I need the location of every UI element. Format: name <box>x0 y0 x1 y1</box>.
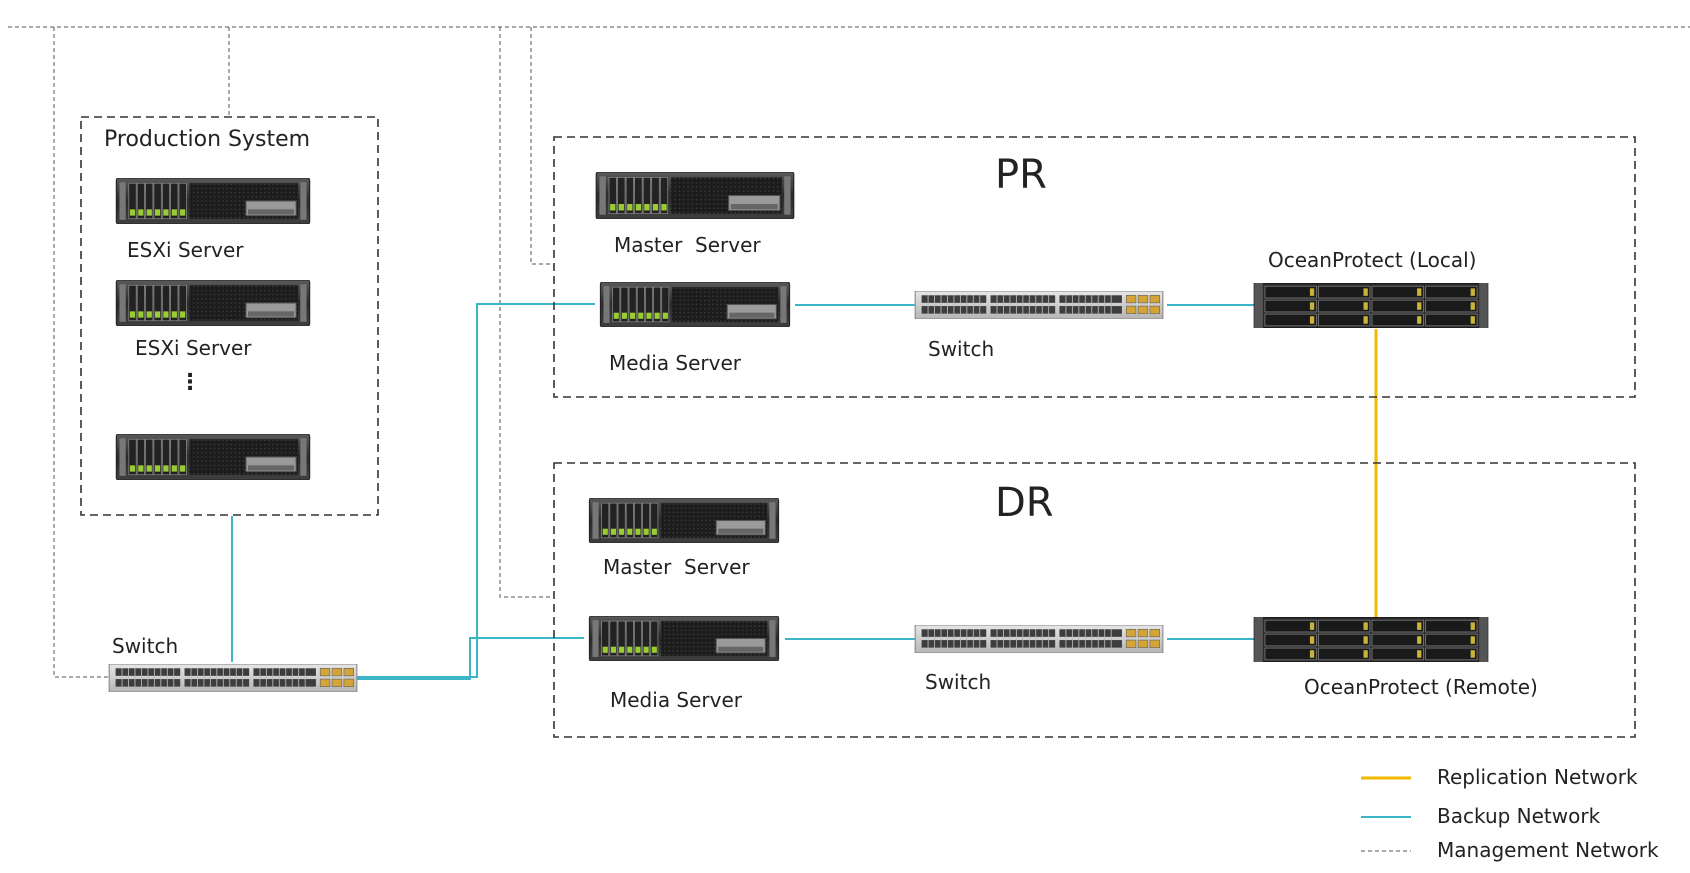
pr-site-title: PR <box>995 152 1047 198</box>
dr-media-server-icon <box>584 616 784 661</box>
dr-master-server-label: Master Server <box>603 555 750 579</box>
backup-switch-to-pr-media <box>357 303 595 678</box>
main-switch-label: Switch <box>112 634 179 658</box>
dr-master-server-icon <box>584 498 784 543</box>
backup-network-lines <box>231 303 1257 680</box>
management-to-pr-master <box>530 27 552 265</box>
pr-switch-icon <box>914 291 1164 319</box>
dr-site-box <box>553 462 1636 738</box>
more-servers-ellipsis: ⋮ <box>179 370 201 395</box>
legend-backup-label: Backup Network <box>1437 804 1601 828</box>
dr-switch-label: Switch <box>925 670 992 694</box>
pr-oceanprotect-storage-icon <box>1253 283 1489 328</box>
legend-management-label: Management Network <box>1437 838 1659 862</box>
legend-replication-label: Replication Network <box>1437 765 1638 789</box>
esxi-server-3-icon <box>113 434 313 480</box>
pr-master-server-label: Master Server <box>614 233 761 257</box>
esxi-server-2-icon <box>113 280 313 326</box>
backup-switch-to-dr-media <box>357 637 584 680</box>
dr-storage-label: OceanProtect (Remote) <box>1304 675 1538 699</box>
legend-swatches <box>1361 776 1411 852</box>
pr-site-box <box>553 136 1636 398</box>
esxi-server-1-label: ESXi Server <box>127 238 244 262</box>
pr-media-server-icon <box>595 282 795 327</box>
pr-switch-label: Switch <box>928 337 995 361</box>
production-system-box <box>80 116 379 516</box>
dr-site-title: DR <box>995 480 1054 526</box>
esxi-server-2-label: ESXi Server <box>135 336 252 360</box>
production-system-title: Production System <box>104 127 311 152</box>
dr-oceanprotect-storage-icon <box>1253 617 1489 662</box>
pr-master-server-icon <box>595 172 795 219</box>
dr-switch-icon <box>914 625 1164 653</box>
esxi-server-1-icon <box>113 178 313 224</box>
pr-media-server-label: Media Server <box>609 351 742 375</box>
management-to-dr-master <box>499 27 552 598</box>
group-boxes <box>80 116 1636 738</box>
management-network-lines <box>8 26 1690 678</box>
pr-storage-label: OceanProtect (Local) <box>1268 248 1477 272</box>
management-to-main-switch <box>53 27 108 678</box>
dr-media-server-label: Media Server <box>610 688 743 712</box>
main-switch-icon <box>108 664 358 692</box>
